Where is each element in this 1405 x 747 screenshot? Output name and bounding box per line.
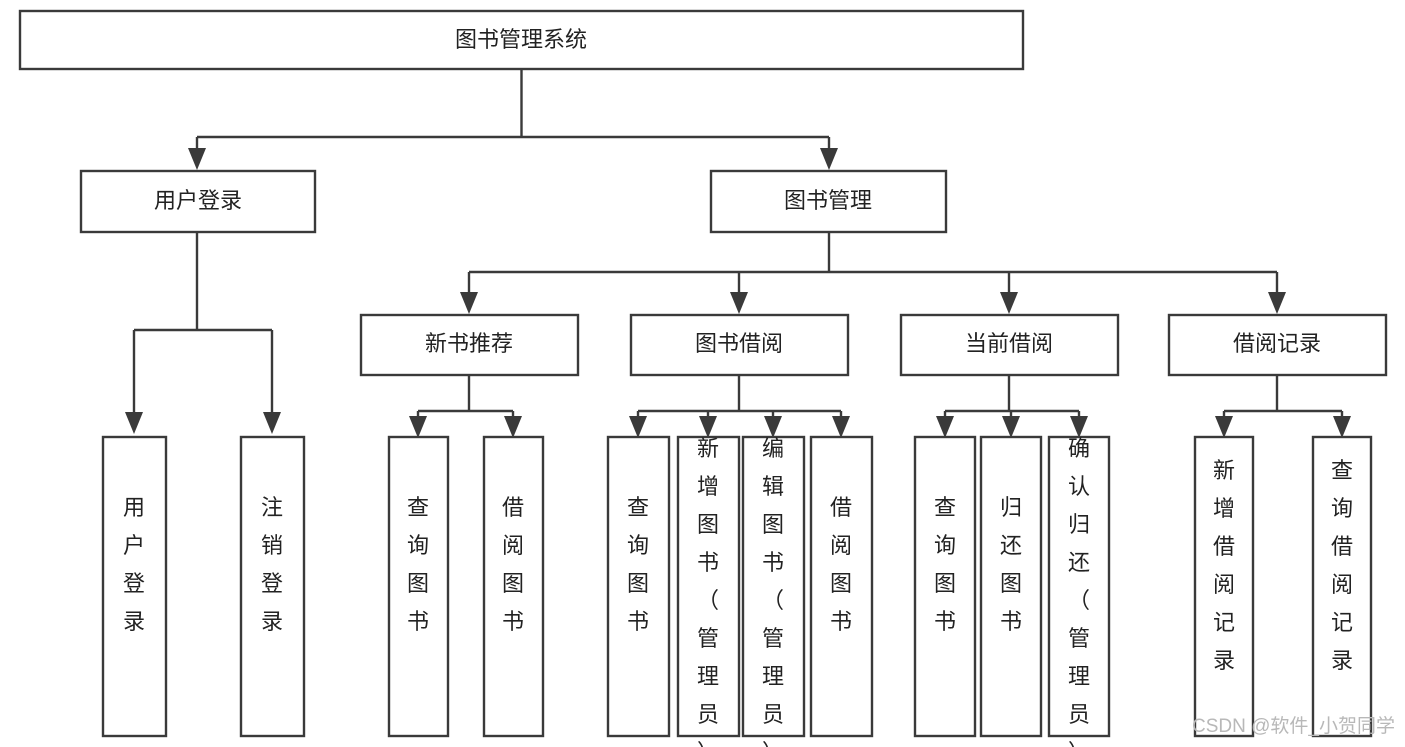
node-leaf-add-book-label: 新增图书（管理员）	[697, 436, 719, 747]
arrow-to-borrow-record	[1268, 292, 1286, 314]
node-leaf-confirm-return[interactable]: 确认归还（管理员）	[1047, 435, 1111, 747]
node-leaf-user-login-label: 用户登录	[123, 495, 145, 634]
node-leaf-query-record[interactable]: 查询借阅记录	[1311, 435, 1373, 738]
node-new-book-recommend-label: 新书推荐	[425, 331, 513, 356]
watermark: CSDN @软件_小贺同学	[1192, 715, 1395, 737]
arrow-to-leaf-query-book-1	[409, 416, 427, 438]
node-leaf-borrow-book-1-label: 借阅图书	[502, 495, 524, 634]
arrow-to-leaf-edit-book	[764, 416, 782, 438]
node-user-login-label: 用户登录	[154, 188, 242, 213]
node-leaf-confirm-return-label: 确认归还（管理员）	[1068, 436, 1090, 747]
node-leaf-borrow-book-2-label: 借阅图书	[830, 495, 852, 634]
arrow-to-leaf-return-book	[1002, 416, 1020, 438]
node-leaf-user-login[interactable]: 用户登录	[101, 435, 168, 738]
arrow-to-leaf-confirm-return	[1070, 416, 1088, 438]
node-borrow-record[interactable]: 借阅记录	[1167, 313, 1388, 377]
node-leaf-add-record-label: 新增借阅记录	[1213, 458, 1235, 673]
node-current-borrow[interactable]: 当前借阅	[899, 313, 1120, 377]
node-leaf-query-book-1-label: 查询图书	[407, 495, 429, 634]
arrow-to-leaf-logout-login	[263, 412, 281, 434]
arrow-to-leaf-add-record	[1215, 416, 1233, 438]
node-leaf-query-book-3[interactable]: 查询图书	[913, 435, 977, 738]
node-borrow-record-label: 借阅记录	[1233, 331, 1321, 356]
node-leaf-logout-login[interactable]: 注销登录	[239, 435, 306, 738]
arrow-to-book-management	[820, 148, 838, 170]
arrow-to-user-login	[188, 148, 206, 170]
node-current-borrow-label: 当前借阅	[965, 331, 1053, 356]
node-leaf-query-book-3-label: 查询图书	[934, 495, 956, 634]
node-leaf-return-book-label: 归还图书	[1000, 495, 1022, 634]
node-user-login[interactable]: 用户登录	[79, 169, 317, 234]
node-leaf-borrow-book-2[interactable]: 借阅图书	[809, 435, 874, 738]
arrow-to-new-book-recommend	[460, 292, 478, 314]
node-root[interactable]: 图书管理系统	[18, 9, 1025, 71]
node-leaf-borrow-book-1[interactable]: 借阅图书	[482, 435, 545, 738]
node-leaf-edit-book-label: 编辑图书（管理员）	[762, 436, 784, 747]
node-leaf-return-book[interactable]: 归还图书	[979, 435, 1043, 738]
node-leaf-query-book-2[interactable]: 查询图书	[606, 435, 671, 738]
arrow-to-leaf-user-login	[125, 412, 143, 434]
node-leaf-add-record[interactable]: 新增借阅记录	[1193, 435, 1255, 738]
node-new-book-recommend[interactable]: 新书推荐	[359, 313, 580, 377]
arrow-to-leaf-query-book-2	[629, 416, 647, 438]
arrow-to-leaf-borrow-book-2	[832, 416, 850, 438]
node-leaf-query-record-label: 查询借阅记录	[1331, 458, 1353, 673]
node-book-borrow-label: 图书借阅	[695, 331, 783, 356]
node-leaf-query-book-2-label: 查询图书	[627, 495, 649, 634]
node-leaf-query-book-1[interactable]: 查询图书	[387, 435, 450, 738]
node-leaf-logout-login-label: 注销登录	[261, 495, 283, 634]
arrow-to-leaf-query-record	[1333, 416, 1351, 438]
node-book-management-label: 图书管理	[784, 188, 872, 213]
node-book-management[interactable]: 图书管理	[709, 169, 948, 234]
arrow-to-leaf-add-book	[699, 416, 717, 438]
node-book-borrow[interactable]: 图书借阅	[629, 313, 850, 377]
node-root-label: 图书管理系统	[455, 27, 587, 52]
arrow-to-current-borrow	[1000, 292, 1018, 314]
connector-layer	[132, 69, 1344, 416]
arrow-to-leaf-borrow-book-1	[504, 416, 522, 438]
node-leaf-add-book[interactable]: 新增图书（管理员）	[676, 435, 741, 747]
arrow-to-leaf-query-book-3	[936, 416, 954, 438]
arrow-to-book-borrow	[730, 292, 748, 314]
node-leaf-edit-book[interactable]: 编辑图书（管理员）	[741, 435, 806, 747]
